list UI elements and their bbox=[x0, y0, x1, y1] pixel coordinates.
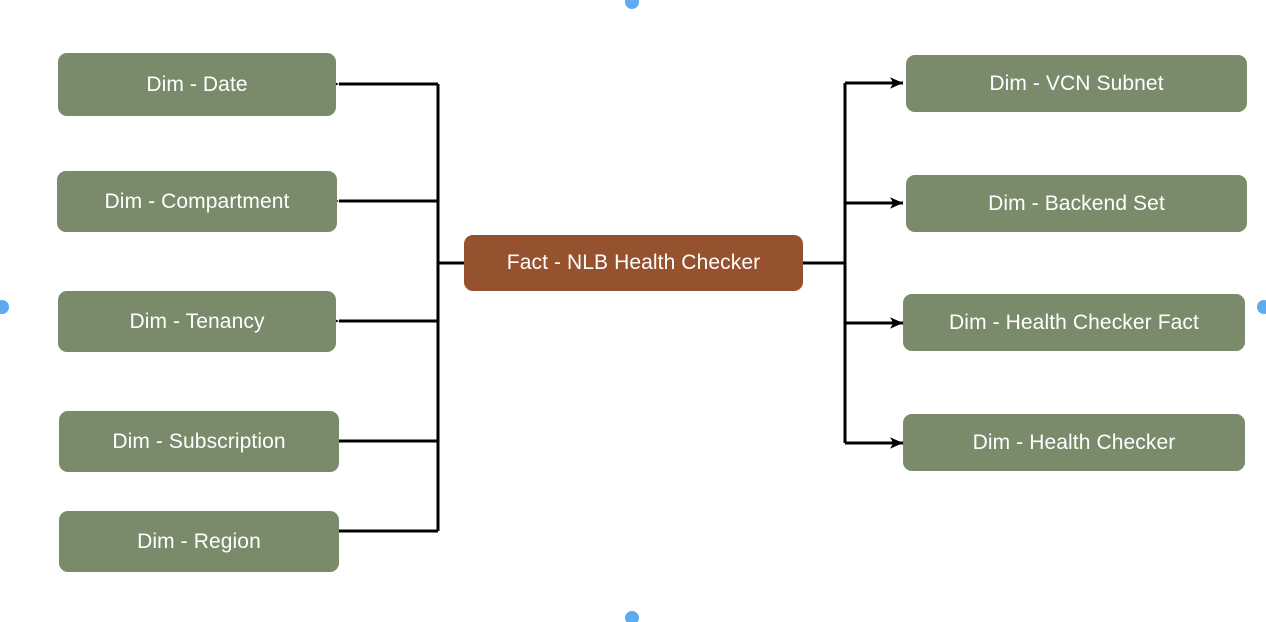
node-label: Dim - Health Checker bbox=[972, 430, 1176, 454]
node-label: Dim - Date bbox=[146, 72, 248, 96]
node-dim-vcn-subnet[interactable]: Dim - VCN Subnet bbox=[906, 55, 1247, 112]
node-label: Dim - Tenancy bbox=[129, 309, 265, 333]
handle-top[interactable] bbox=[625, 0, 639, 9]
node-label: Dim - Compartment bbox=[104, 189, 290, 213]
node-label: Dim - VCN Subnet bbox=[989, 71, 1164, 95]
node-dim-health-checker[interactable]: Dim - Health Checker bbox=[903, 414, 1245, 471]
edges-left-group bbox=[326, 78, 464, 537]
node-dim-subscription[interactable]: Dim - Subscription bbox=[59, 411, 339, 472]
node-fact-nlb-health-checker[interactable]: Fact - NLB Health Checker bbox=[464, 235, 803, 291]
node-dim-date[interactable]: Dim - Date bbox=[58, 53, 336, 116]
node-dim-tenancy[interactable]: Dim - Tenancy bbox=[58, 291, 336, 352]
node-dim-region[interactable]: Dim - Region bbox=[59, 511, 339, 572]
node-label: Dim - Health Checker Fact bbox=[949, 310, 1199, 334]
node-dim-compartment[interactable]: Dim - Compartment bbox=[57, 171, 337, 232]
handle-bottom[interactable] bbox=[625, 611, 639, 622]
handle-right[interactable] bbox=[1257, 300, 1266, 314]
node-label: Fact - NLB Health Checker bbox=[506, 251, 761, 275]
handle-left[interactable] bbox=[0, 300, 9, 314]
node-label: Dim - Subscription bbox=[112, 429, 286, 453]
node-label: Dim - Region bbox=[137, 529, 261, 553]
node-dim-health-checker-fact[interactable]: Dim - Health Checker Fact bbox=[903, 294, 1245, 351]
node-dim-backend-set[interactable]: Dim - Backend Set bbox=[906, 175, 1247, 232]
node-label: Dim - Backend Set bbox=[988, 191, 1165, 215]
edges-right-group bbox=[803, 77, 903, 449]
